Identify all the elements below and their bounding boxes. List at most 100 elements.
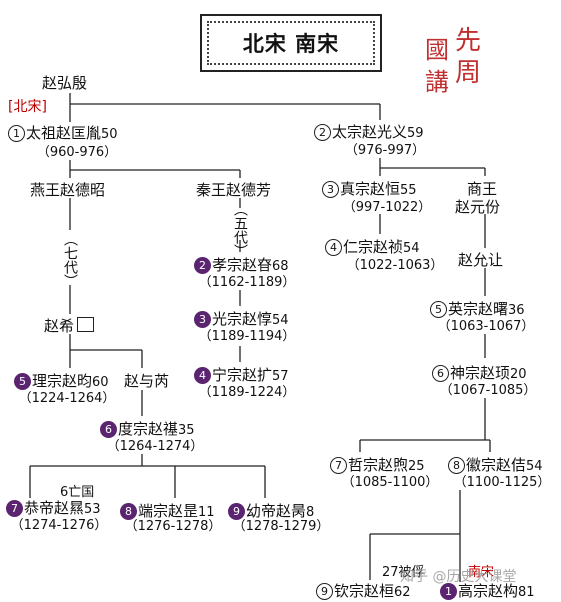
ruler-name: 神宗赵顼 — [450, 364, 511, 382]
ruler-number-badge: 2 — [194, 257, 211, 274]
ruler-name: 真宗赵恒 — [340, 180, 401, 198]
renzong-years: （1022-1063） — [346, 258, 444, 273]
page-title: 北宋 南宋 — [207, 21, 375, 65]
ruler-name: 幼帝赵昺 — [246, 502, 307, 520]
zhenzong-years: （997-1022） — [342, 200, 432, 215]
zhaoxi-name: 赵希 — [44, 317, 75, 335]
placeholder-box-icon — [77, 317, 95, 332]
ruler-age: 35 — [178, 423, 195, 438]
ruler-age: 11 — [198, 505, 215, 520]
zhezong-years: （1085-1100） — [341, 475, 439, 490]
ruler-age: 55 — [400, 183, 417, 198]
seal-char-2: 周 — [455, 58, 482, 88]
south-song-tag: 南宋 — [468, 565, 495, 580]
person-zhaoxi: 赵希 — [44, 317, 95, 335]
ruler-name: 太宗赵光义 — [332, 123, 408, 141]
yingzong-years: （1063-1067） — [437, 319, 535, 334]
captured-note: 27被俘 — [382, 565, 425, 580]
ruler-age: 54 — [272, 313, 289, 328]
ruler-number-badge: 3 — [194, 311, 211, 328]
gongdi-years: （1274-1276） — [10, 518, 108, 533]
wangguo-note: 6亡国 — [60, 484, 94, 502]
shenzong-years: （1067-1085） — [439, 383, 537, 398]
person-shangwang-title: 商王 — [467, 180, 498, 198]
person-zhaoyunrang: 赵允让 — [458, 251, 504, 269]
duanzong-years: （1276-1278） — [124, 519, 222, 534]
ruler-age: 53 — [84, 502, 101, 517]
ruler-name: 哲宗赵煦 — [348, 456, 409, 474]
ruler-name: 宁宗赵扩 — [212, 366, 273, 384]
person-zhaoyurui: 赵与芮 — [124, 372, 170, 390]
ruler-number-badge: 4 — [194, 367, 211, 384]
ruler-name: 仁宗赵祯 — [343, 238, 404, 256]
ruler-name: 光宗赵惇 — [212, 310, 273, 328]
xiaozong-years: （1162-1189） — [198, 275, 296, 290]
person-shangwang-name: 赵元份 — [455, 198, 501, 216]
ruler-age: 8 — [306, 505, 315, 520]
ruler-number-badge: 8 — [448, 457, 465, 474]
ruler-age: 68 — [272, 259, 289, 274]
seal-char-4: 講 — [425, 68, 449, 96]
root-name: 赵弘殷 — [42, 74, 88, 92]
ruler-name: 徽宗赵佶 — [466, 456, 527, 474]
ruler-number-badge: 5 — [14, 373, 31, 390]
ruler-age: 62 — [394, 585, 411, 600]
ruler-name: 英宗赵曙 — [448, 300, 509, 318]
ruler-number-badge: 9 — [228, 503, 245, 520]
ruler-number-badge: 4 — [325, 239, 342, 256]
taizu-years: （960-976） — [36, 145, 118, 160]
ruler-age: 54 — [526, 459, 543, 474]
ruler-name: 度宗赵禥 — [118, 420, 179, 438]
ruler-name: 恭帝赵㬎 — [24, 499, 85, 517]
seven-generations-note: （七代） — [62, 232, 78, 288]
seal-char-1: 先 — [455, 26, 482, 56]
ruler-age: 59 — [407, 126, 424, 141]
ruler-age: 54 — [403, 241, 420, 256]
duzong-years: （1264-1274） — [106, 439, 204, 454]
wangguo-text: 亡国 — [68, 485, 95, 500]
ruler-number-badge: 5 — [430, 301, 447, 318]
ruler-name: 太祖赵匡胤 — [26, 124, 102, 142]
ruler-age: 57 — [272, 369, 289, 384]
title-box: 北宋 南宋 — [200, 14, 382, 72]
ruler-age: 50 — [101, 127, 118, 142]
person-yanwang: 燕王赵德昭 — [30, 181, 106, 199]
ruler-number-badge: 9 — [316, 583, 333, 600]
ruler-age: 20 — [510, 367, 527, 382]
wangguo-num: 6 — [60, 485, 69, 500]
ruler-age: 81 — [518, 585, 535, 600]
ruler-age: 60 — [92, 375, 109, 390]
ruler-name: 端宗赵昰 — [138, 502, 199, 520]
five-generations-note: （五代） — [232, 202, 248, 258]
ruler-number-badge: 8 — [120, 503, 137, 520]
youdi-years: （1278-1279） — [232, 519, 330, 534]
ruler-name: 理宗赵昀 — [32, 372, 93, 390]
lizong-years: （1224-1264） — [18, 391, 116, 406]
ruler-number-badge: 3 — [322, 181, 339, 198]
taizong-years: （976-997） — [344, 143, 426, 158]
ruler-number-badge: 6 — [432, 365, 449, 382]
seal-char-3: 國 — [425, 36, 449, 64]
huizong-years: （1100-1125） — [453, 475, 551, 490]
person-qinwang: 秦王赵德芳 — [196, 181, 272, 199]
ruler-number-badge: 1 — [8, 125, 25, 142]
ruler-number-badge: 7 — [330, 457, 347, 474]
watermark: 知乎 @历史大课堂 — [400, 569, 517, 585]
north-song-tag: [北宋] — [8, 99, 47, 115]
